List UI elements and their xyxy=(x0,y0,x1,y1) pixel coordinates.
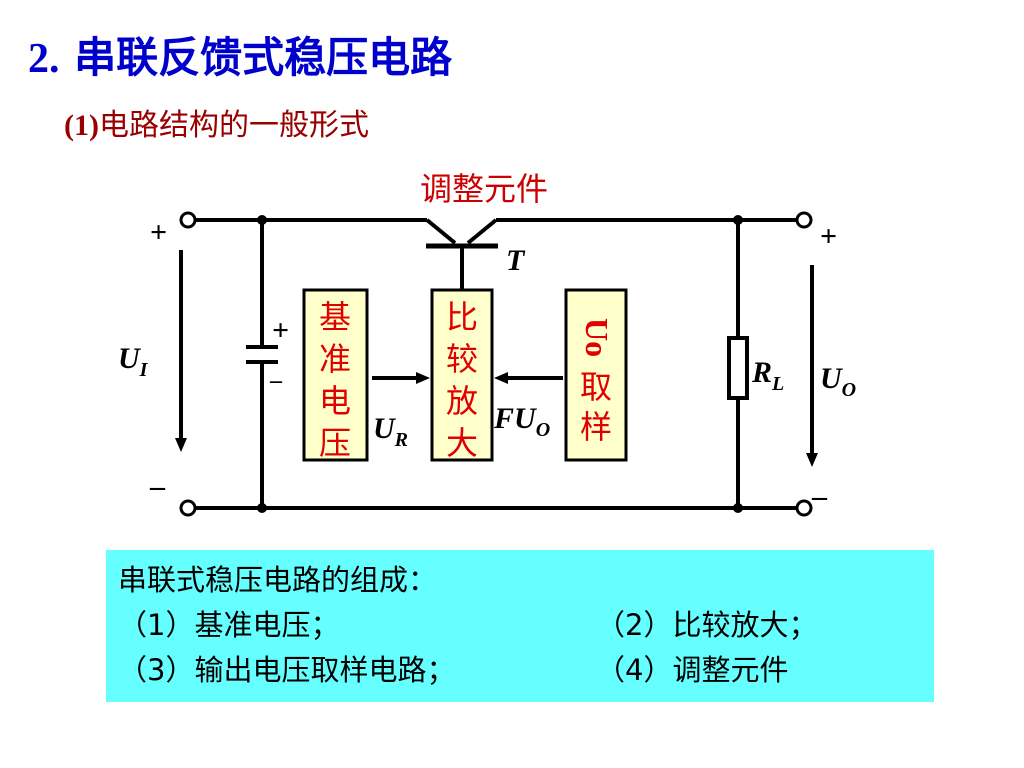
fuo-arrowhead xyxy=(494,372,508,384)
ui-main: U xyxy=(118,342,141,375)
slide-title: 2. 串联反馈式稳压电路 xyxy=(28,28,452,89)
amp-char-1: 比 xyxy=(446,298,478,336)
rl-main: R xyxy=(751,356,772,389)
summary-item-3: （3）输出电压取样电路； xyxy=(118,653,456,687)
load-resistor xyxy=(727,336,749,400)
junction-dot xyxy=(257,503,267,513)
transistor-label: T xyxy=(506,244,526,277)
output-minus-sign: – xyxy=(811,480,828,513)
ui-arrowhead xyxy=(175,438,187,452)
amp-char-3: 放 xyxy=(446,382,478,420)
rl-sub: L xyxy=(771,373,784,395)
reference-voltage-box xyxy=(302,288,369,462)
ui-label: UI xyxy=(118,342,149,381)
output-plus-sign: + xyxy=(820,220,837,253)
output-sampling-box xyxy=(564,288,628,462)
ur-label: UR xyxy=(373,412,408,451)
uo-arrowhead xyxy=(806,453,818,467)
summary-item-2: （2）比较放大； xyxy=(596,608,818,642)
rl-label: RL xyxy=(751,356,784,395)
ui-sub: I xyxy=(139,359,149,381)
transistor-emitter xyxy=(466,218,498,245)
input-plus-sign: + xyxy=(150,216,167,249)
sample-char-1: 取 xyxy=(580,368,612,406)
fuo-label: FUO xyxy=(493,402,550,441)
subtitle-number: (1) xyxy=(64,109,99,142)
ur-arrowhead xyxy=(416,372,430,384)
fuo-main: FU xyxy=(493,402,537,435)
amp-char-2: 较 xyxy=(446,340,478,378)
title-number: 2. xyxy=(28,36,60,82)
slide-subtitle: (1)电路结构的一般形式 xyxy=(64,104,369,148)
summary-item-4: （4）调整元件 xyxy=(596,653,789,687)
summary-box: 串联式稳压电路的组成： （1）基准电压； （2）比较放大； （3）输出电压取样电… xyxy=(106,550,934,702)
adjust-element-label: 调整元件 xyxy=(420,170,548,208)
output-terminal-bottom xyxy=(795,499,813,517)
junction-dot xyxy=(733,503,743,513)
output-terminal-top xyxy=(795,211,813,229)
capacitor-minus-sign: – xyxy=(269,368,283,394)
uo-main: U xyxy=(820,362,843,395)
input-terminal-top xyxy=(179,211,197,229)
fuo-sub: O xyxy=(536,419,550,441)
transistor-collector xyxy=(425,218,457,245)
summary-row-2: （3）输出电压取样电路； （4）调整元件 xyxy=(118,648,934,693)
input-minus-sign: – xyxy=(149,470,166,503)
title-text: 串联反馈式稳压电路 xyxy=(74,33,453,82)
uo-label: UO xyxy=(820,362,856,401)
uo-sub: O xyxy=(842,379,856,401)
ref-char-2: 准 xyxy=(319,340,351,378)
summary-heading: 串联式稳压电路的组成： xyxy=(118,563,438,597)
subtitle-text: 电路结构的一般形式 xyxy=(98,108,369,143)
ref-char-4: 压 xyxy=(319,424,351,462)
amp-char-4: 大 xyxy=(446,424,478,462)
summary-item-1: （1）基准电压； xyxy=(118,608,340,642)
junction-dot xyxy=(257,215,267,225)
ur-sub: R xyxy=(394,429,408,451)
comparison-amplifier-box xyxy=(430,288,494,462)
sample-char-2: 样 xyxy=(580,408,612,446)
sample-uo-text: Uo xyxy=(579,318,615,357)
ur-main: U xyxy=(373,412,396,445)
junction-dot xyxy=(733,215,743,225)
ref-char-3: 电 xyxy=(319,382,351,420)
capacitor-plus-sign: + xyxy=(272,314,289,347)
input-terminal-bottom xyxy=(179,499,197,517)
ref-char-1: 基 xyxy=(319,298,351,336)
summary-row-1: （1）基准电压； （2）比较放大； xyxy=(118,603,934,648)
